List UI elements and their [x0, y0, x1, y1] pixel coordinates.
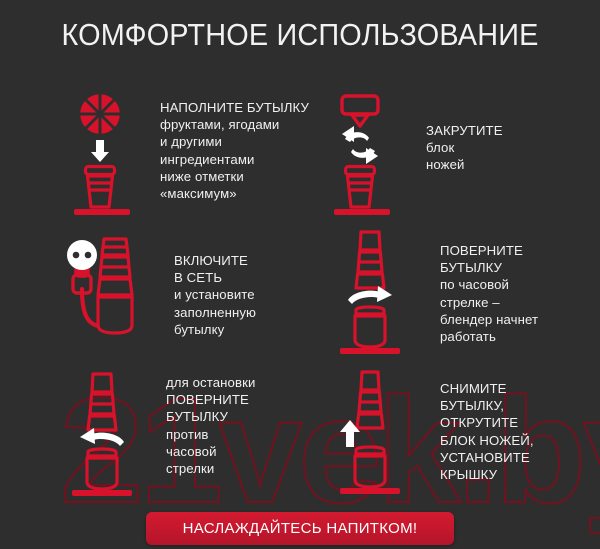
fruit-slice-into-bottle-icon: [62, 88, 142, 221]
step-4-text: ПОВЕРНИТЕ БУТЫЛКУ по часовой стрелке – б…: [440, 243, 539, 345]
power-plug-base-icon: [42, 233, 152, 348]
page-title: КОМФОРТНОЕ ИСПОЛЬЗОВАНИЕ: [61, 17, 539, 52]
base-bar: [334, 209, 390, 215]
base-bar: [74, 209, 130, 215]
step-2-text: ЗАКРУТИТЕ блок ножей: [426, 123, 503, 173]
step-5: для остановки ПОВЕРНИТЕ БУТЫЛКУ против ч…: [62, 370, 255, 505]
step-1: НАПОЛНИТЕ БУТЫЛКУ фруктами, ягодами и др…: [62, 88, 309, 221]
enjoy-drink-banner[interactable]: НАСЛАЖДАЙТЕСЬ НАПИТКОМ!: [146, 512, 454, 545]
base-bar: [340, 488, 400, 494]
arrow-clockwise-icon: [348, 286, 392, 304]
arrow-up-icon: [340, 420, 360, 447]
step-1-text: НАПОЛНИТЕ БУТЫЛКУ фруктами, ягодами и др…: [160, 100, 309, 202]
step-4: ПОВЕРНИТЕ БУТЫЛКУ по часовой стрелке – б…: [330, 228, 538, 363]
rotate-counterclockwise-bottle-icon: [62, 370, 142, 505]
base-bar: [72, 490, 132, 496]
lift-bottle-up-icon: [330, 370, 410, 505]
arrow-down-icon: [91, 140, 109, 162]
arrow-counterclockwise-icon: [80, 428, 124, 446]
base-bar: [340, 348, 400, 354]
blade-block-screw-on-icon: [320, 90, 400, 221]
step-3: ВКЛЮЧИТЕ В СЕТЬ и установите заполненную…: [42, 233, 256, 348]
step-6-text: СНИМИТЕ БУТЫЛКУ, ОТКРУТИТЕ БЛОК НОЖЕЙ, У…: [440, 381, 534, 483]
steps-grid: НАПОЛНИТЕ БУТЫЛКУ фруктами, ягодами и др…: [0, 78, 600, 503]
rotate-clockwise-bottle-icon: [330, 228, 410, 363]
step-2: ЗАКРУТИТЕ блок ножей: [320, 90, 503, 221]
rotate-arrows-icon: [342, 126, 378, 164]
step-6: СНИМИТЕ БУТЫЛКУ, ОТКРУТИТЕ БЛОК НОЖЕЙ, У…: [330, 370, 534, 505]
step-3-text: ВКЛЮЧИТЕ В СЕТЬ и установите заполненную…: [174, 253, 257, 337]
power-outlet-icon: [67, 240, 97, 270]
step-5-text: для остановки ПОВЕРНИТЕ БУТЫЛКУ против ч…: [166, 375, 256, 477]
